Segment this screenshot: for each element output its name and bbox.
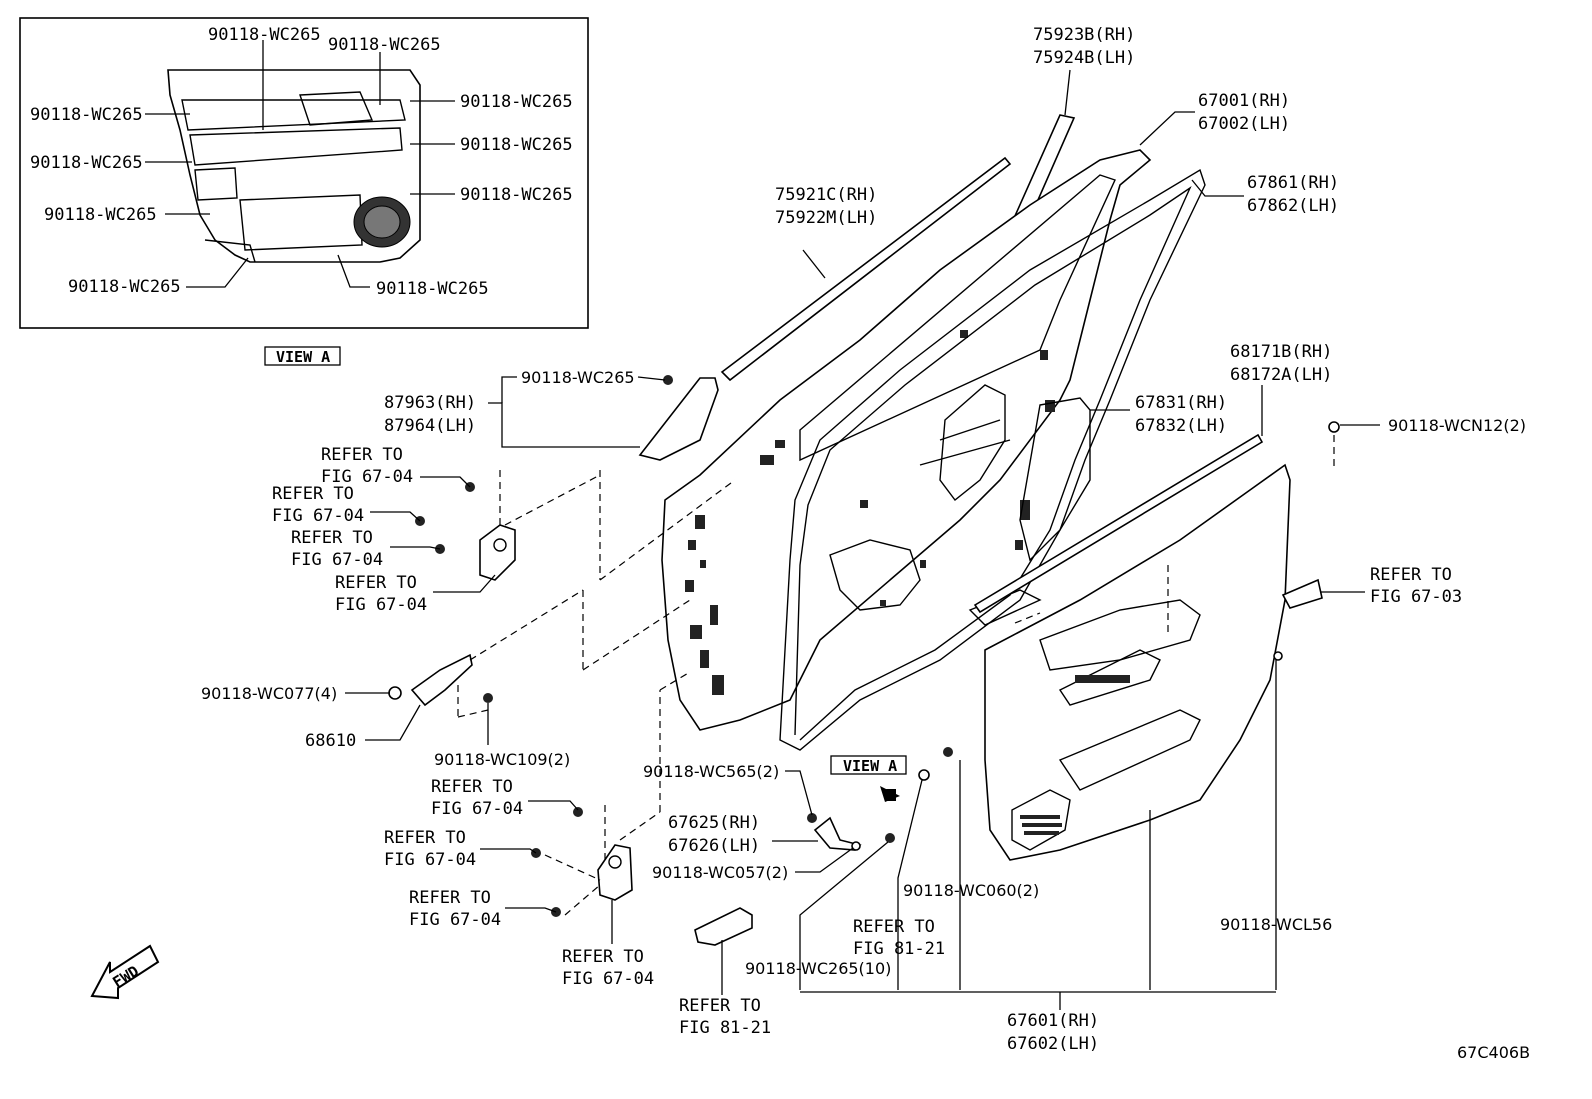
inside-handle (694, 907, 753, 946)
label-wc057: 90118-WC057(2) (652, 863, 788, 882)
label-refer-67-04-6a: REFER TO (384, 828, 466, 848)
trim-piece-67-03 (1281, 578, 1323, 609)
assembly-lines (457, 435, 1335, 916)
belt-molding (973, 433, 1264, 614)
label-67626: 67626(LH) (668, 836, 760, 856)
label-refer-67-03-b: FIG 67-03 (1370, 587, 1462, 607)
inset-label-1: 90118-WC265 (208, 25, 321, 45)
label-refer-81-21-c: REFER TO (679, 996, 761, 1016)
inset-label-6: 90118-WC265 (30, 153, 143, 173)
label-67831: 67831(RH) (1135, 393, 1227, 413)
label-68172a: 68172A(LH) (1230, 365, 1332, 385)
door-shell (661, 149, 1152, 731)
label-67625: 67625(RH) (668, 813, 760, 833)
drawing-code: 67C406B (1457, 1043, 1530, 1062)
label-75921c: 75921C(RH) (775, 185, 877, 205)
label-75922m: 75922M(LH) (775, 208, 877, 228)
label-87964: 87964(LH) (384, 416, 476, 436)
upper-hinge (479, 524, 516, 581)
inset-label-8: 90118-WC265 (44, 205, 157, 225)
door-check (410, 653, 473, 707)
label-wc265-mirror: 90118-WC265 (521, 368, 635, 387)
label-67862: 67862(LH) (1247, 196, 1339, 216)
view-a-label: VIEW A (843, 757, 897, 775)
label-75923b: 75923B(RH) (1033, 25, 1135, 45)
label-refer-67-04-2b: FIG 67-04 (272, 506, 364, 526)
label-67602: 67602(LH) (1007, 1034, 1099, 1054)
label-67601: 67601(RH) (1007, 1011, 1099, 1031)
view-a-inset: 90118-WC265 90118-WC265 90118-WC265 9011… (19, 17, 589, 329)
label-wcl56: 90118-WCL56 (1220, 915, 1332, 934)
inset-label-9: 90118-WC265 (68, 277, 181, 297)
label-refer-67-04-3a: REFER TO (291, 528, 373, 548)
label-refer-81-21-a: REFER TO (853, 917, 935, 937)
label-refer-67-04-8a: REFER TO (562, 947, 644, 967)
view-a-arrow: VIEW A (830, 755, 907, 802)
inset-label-2: 90118-WC265 (328, 35, 441, 55)
label-refer-67-04-1a: REFER TO (321, 445, 403, 465)
label-wc077: 90118-WC077(4) (201, 684, 337, 703)
lower-hinge (597, 844, 633, 901)
leader-lines (345, 69, 1380, 1010)
label-75924b: 75924B(LH) (1033, 48, 1135, 68)
label-refer-67-04-8b: FIG 67-04 (562, 969, 654, 989)
door-opening-trim (1019, 397, 1091, 562)
label-refer-67-04-1b: FIG 67-04 (321, 467, 413, 487)
label-wcn12: 90118-WCN12(2) (1388, 416, 1526, 435)
label-wc265-10: 90118-WC265(10) (745, 959, 891, 978)
label-refer-67-04-5b: FIG 67-04 (431, 799, 523, 819)
label-refer-67-04-5a: REFER TO (431, 777, 513, 797)
door-weatherstrip (779, 168, 1206, 751)
inset-label-10: 90118-WC265 (376, 279, 489, 299)
label-68171b: 68171B(RH) (1230, 342, 1332, 362)
inset-label-5: 90118-WC265 (460, 135, 573, 155)
door-trim-panel (984, 463, 1291, 861)
label-refer-81-21-b: FIG 81-21 (853, 939, 945, 959)
view-a-caption: VIEW A (264, 346, 341, 366)
fwd-arrow: FWD (90, 944, 160, 1000)
label-67001: 67001(RH) (1198, 91, 1290, 111)
inset-label-3: 90118-WC265 (30, 105, 143, 125)
label-87963: 87963(RH) (384, 393, 476, 413)
label-refer-67-04-2a: REFER TO (272, 484, 354, 504)
view-a-caption-text: VIEW A (276, 348, 330, 366)
label-refer-67-04-7a: REFER TO (409, 888, 491, 908)
label-wc565: 90118-WC565(2) (643, 762, 779, 781)
label-refer-67-04-3b: FIG 67-04 (291, 550, 383, 570)
inset-label-7: 90118-WC265 (460, 185, 573, 205)
label-67832: 67832(LH) (1135, 416, 1227, 436)
label-67861: 67861(RH) (1247, 173, 1339, 193)
label-refer-81-21-d: FIG 81-21 (679, 1018, 771, 1038)
label-refer-67-04-4a: REFER TO (335, 573, 417, 593)
label-refer-67-04-4b: FIG 67-04 (335, 595, 427, 615)
label-68610: 68610 (305, 731, 356, 751)
label-wc060: 90118-WC060(2) (903, 881, 1039, 900)
label-refer-67-03-a: REFER TO (1370, 565, 1452, 585)
label-refer-67-04-7b: FIG 67-04 (409, 910, 501, 930)
inset-label-4: 90118-WC265 (460, 92, 573, 112)
mirror-cover (638, 377, 719, 461)
label-wc109: 90118-WC109(2) (434, 750, 570, 769)
label-67002: 67002(LH) (1198, 114, 1290, 134)
label-refer-67-04-6b: FIG 67-04 (384, 850, 476, 870)
